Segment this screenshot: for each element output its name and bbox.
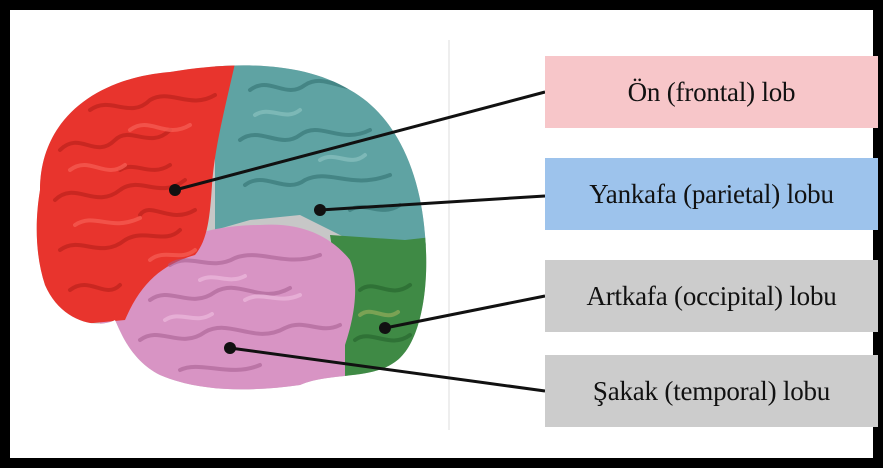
pointer-dot-parietal [314,204,326,216]
pointer-dot-frontal [169,184,181,196]
label-parietal-lobe: Yankafa (parietal) lobu [545,158,878,230]
label-occipital-lobe: Artkafa (occipital) lobu [545,260,878,332]
label-frontal-lobe: Ön (frontal) lob [545,56,878,128]
parietal-lobe [215,40,450,250]
label-temporal-lobe: Şakak (temporal) lobu [545,355,878,427]
pointer-dot-occipital [379,322,391,334]
pointer-dot-temporal [224,342,236,354]
